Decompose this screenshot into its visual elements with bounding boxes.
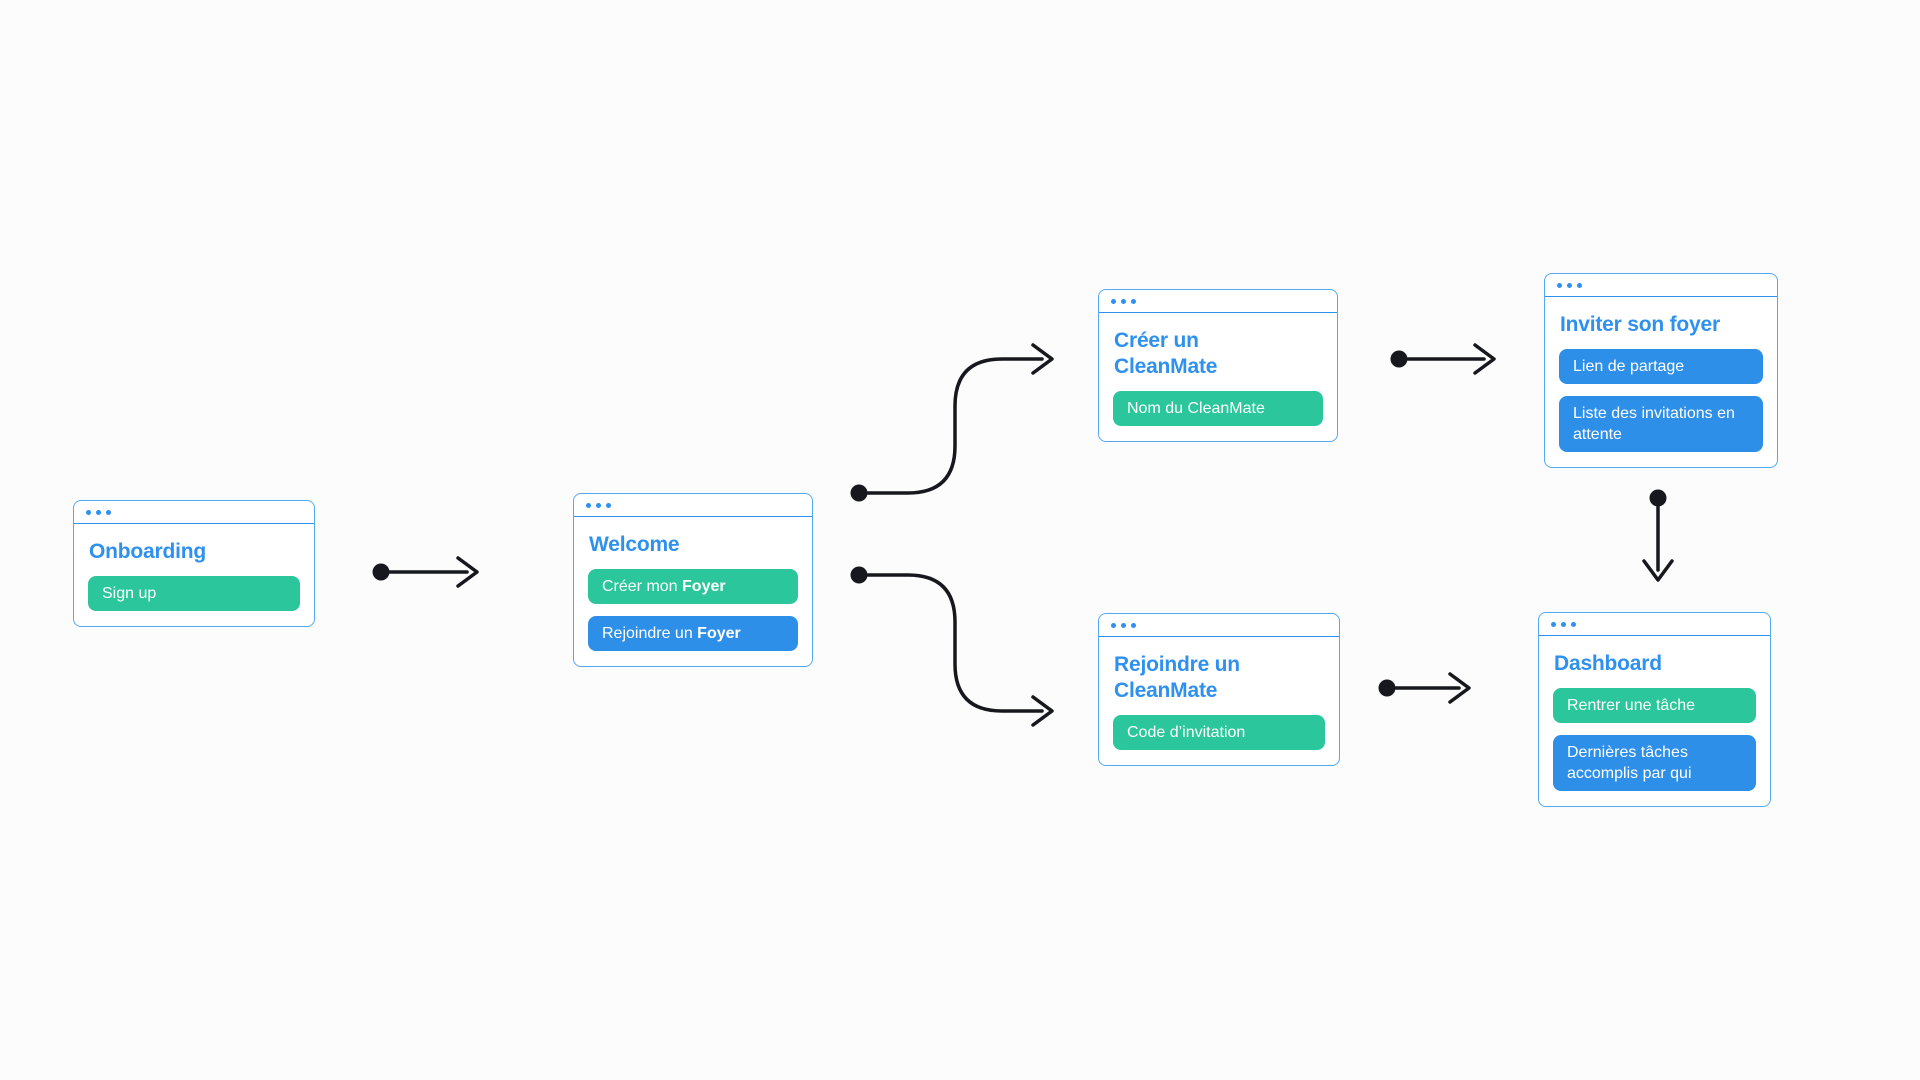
window-chrome <box>1099 290 1337 313</box>
connector-start-dot <box>372 563 390 581</box>
connector-start-dot <box>1649 489 1667 507</box>
button-label: Liste des invitations en attente <box>1573 405 1735 443</box>
card-onboarding[interactable]: Onboarding Sign up <box>73 500 315 627</box>
connector-start-dot <box>1390 350 1408 368</box>
button-label: Rentrer une tâche <box>1567 697 1696 714</box>
card-title: Inviter son foyer <box>1560 313 1720 336</box>
connector-onboarding-welcome <box>372 556 479 588</box>
window-dot-icon <box>1111 622 1116 628</box>
sign-up-button[interactable]: Sign up <box>88 576 300 611</box>
window-dot-icon <box>1551 621 1556 627</box>
button-label: Dernières tâches accomplis par qui <box>1567 744 1692 782</box>
window-dot-icon <box>86 509 91 515</box>
button-label: Rejoindre un <box>602 625 698 642</box>
connector-start-dot <box>1378 679 1396 697</box>
connector-welcome-join <box>850 566 1054 727</box>
window-chrome <box>1099 614 1339 637</box>
connector-join-dashboard <box>1378 672 1471 704</box>
window-chrome <box>74 501 314 524</box>
connector-invite-dashboard <box>1642 489 1674 582</box>
pending-invitations-button[interactable]: Liste des invitations en attente <box>1559 396 1763 452</box>
window-dot-icon <box>1577 282 1582 288</box>
card-welcome[interactable]: Welcome Créer mon Foyer Rejoindre un Foy… <box>573 493 813 667</box>
card-title: Welcome <box>589 533 680 556</box>
window-dot-icon <box>96 509 101 515</box>
window-dot-icon <box>1111 298 1116 304</box>
arrowhead-icon <box>1473 343 1496 375</box>
button-label-bold: Foyer <box>682 578 726 595</box>
card-title: Rejoindre un CleanMate <box>1114 653 1240 702</box>
window-dot-icon <box>1557 282 1562 288</box>
share-link-button[interactable]: Lien de partage <box>1559 349 1763 384</box>
card-dashboard[interactable]: Dashboard Rentrer une tâche Dernières tâ… <box>1538 612 1771 807</box>
arrowhead-icon <box>1031 695 1054 727</box>
card-title: Créer un CleanMate <box>1114 329 1218 378</box>
cleanmate-name-button[interactable]: Nom du CleanMate <box>1113 391 1323 426</box>
window-dot-icon <box>1121 622 1126 628</box>
window-dot-icon <box>1571 621 1576 627</box>
join-a-foyer-button[interactable]: Rejoindre un Foyer <box>588 616 798 651</box>
invitation-code-button[interactable]: Code d’invitation <box>1113 715 1325 750</box>
window-chrome <box>574 494 812 517</box>
button-label: Lien de partage <box>1573 358 1685 375</box>
connector-start-dot <box>850 566 868 584</box>
card-invite-household[interactable]: Inviter son foyer Lien de partage Liste … <box>1544 273 1778 468</box>
button-label: Code d’invitation <box>1127 724 1246 741</box>
window-dot-icon <box>1567 282 1572 288</box>
window-chrome <box>1545 274 1777 297</box>
connector-welcome-create <box>850 343 1054 502</box>
connector-start-dot <box>850 484 868 502</box>
card-title: Onboarding <box>89 540 206 563</box>
arrowhead-icon <box>1448 672 1471 704</box>
window-dot-icon <box>1131 298 1136 304</box>
arrowhead-icon <box>1031 343 1054 375</box>
arrowhead-icon <box>1642 559 1674 582</box>
arrowhead-icon <box>456 556 479 588</box>
button-label: Créer mon <box>602 578 683 595</box>
window-dot-icon <box>1121 298 1126 304</box>
card-create-cleanmate[interactable]: Créer un CleanMate Nom du CleanMate <box>1098 289 1338 442</box>
button-label: Sign up <box>102 585 157 602</box>
window-dot-icon <box>1131 622 1136 628</box>
window-dot-icon <box>596 502 601 508</box>
latest-tasks-button[interactable]: Dernières tâches accomplis par qui <box>1553 735 1756 791</box>
window-chrome <box>1539 613 1770 636</box>
create-my-foyer-button[interactable]: Créer mon Foyer <box>588 569 798 604</box>
enter-task-button[interactable]: Rentrer une tâche <box>1553 688 1756 723</box>
connector-create-invite <box>1390 343 1496 375</box>
button-label-bold: Foyer <box>697 625 741 642</box>
window-dot-icon <box>1561 621 1566 627</box>
window-dot-icon <box>106 509 111 515</box>
window-dot-icon <box>586 502 591 508</box>
button-label: Nom du CleanMate <box>1127 400 1265 417</box>
window-dot-icon <box>606 502 611 508</box>
card-title: Dashboard <box>1554 652 1662 675</box>
card-join-cleanmate[interactable]: Rejoindre un CleanMate Code d’invitation <box>1098 613 1340 766</box>
